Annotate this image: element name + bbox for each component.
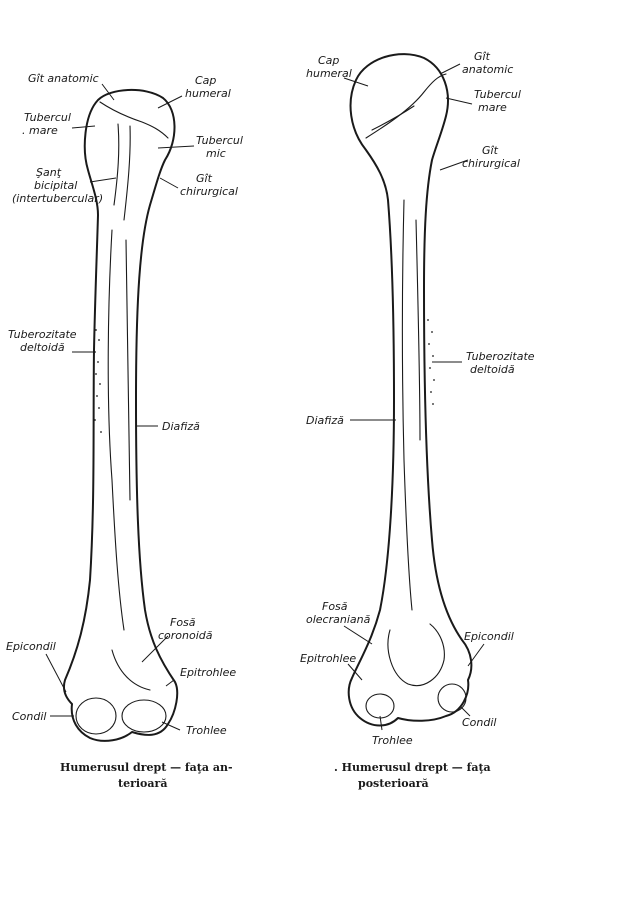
anterior-caption-line-1: Humerusul drept — faţa an- (60, 761, 233, 774)
anterior-leader-lines (45, 83, 195, 731)
posterior-label-git-chirurgical-1: Gît (482, 144, 499, 157)
posterior-label-cap-humeral-2: humeral (306, 67, 352, 80)
posterior-label-epicondil: Epicondil (464, 630, 514, 643)
anterior-humerus-outline (62, 88, 179, 742)
anterior-label-trohlee: Trohlee (186, 724, 227, 737)
anterior-shaft-ridge-2 (125, 239, 131, 501)
anterior-label-condil: Condil (12, 710, 46, 723)
posterior-label-cap-humeral-1: Cap (318, 54, 339, 67)
anterior-label-diafiza: Diafiză (162, 420, 200, 433)
posterior-caption-line-2: posterioară (358, 777, 429, 790)
posterior-deltoid-stipple (427, 319, 435, 405)
anterior-label-git-chirurgical-1: Gît (196, 172, 213, 185)
posterior-label-fosa-olecraniana-2: olecraniană (306, 613, 371, 626)
posterior-label-git-anatomic-1: Gît (474, 50, 491, 63)
anterior-anatomic-neck (99, 101, 169, 139)
anterior-label-cap-humeral-1: Cap (195, 74, 216, 87)
posterior-label-fosa-olecraniana-1: Fosă (322, 600, 348, 613)
posterior-label-condil: Condil (462, 716, 496, 729)
anterior-label-tubercul-mare-1: Tubercul (24, 111, 71, 124)
posterior-label-tuberozitate-2: deltoidă (470, 363, 515, 376)
posterior-head-rim (371, 105, 415, 131)
posterior-shaft-ridge (401, 199, 413, 611)
anterior-label-sant-1: Şanţ (36, 166, 62, 179)
anterior-view: Gît anatomic Cap humeral Tubercul . mare… (6, 72, 243, 790)
anterior-label-tuberozitate-2: deltoidă (20, 341, 65, 354)
anterior-label-tubercul-mare-2: . mare (22, 124, 58, 137)
posterior-label-tuberozitate-1: Tuberozitate (466, 350, 535, 363)
anterior-label-git-chirurgical-2: chirurgical (180, 185, 238, 198)
posterior-anatomic-neck (365, 73, 447, 139)
anterior-label-tubercul-mic-2: mic (206, 147, 226, 160)
anterior-label-cap-humeral-2: humeral (185, 87, 231, 100)
anterior-deltoid-stipple (94, 329, 102, 433)
posterior-shaft-ridge-2 (415, 219, 421, 441)
anterior-label-sant-3: (intertubercular) (12, 192, 103, 205)
posterior-label-tubercul-mare-1: Tubercul (474, 88, 521, 101)
posterior-label-tubercul-mare-2: mare (478, 101, 507, 114)
anterior-coronoid-fossa (111, 649, 151, 691)
anterior-shaft-ridge (107, 229, 125, 631)
posterior-label-git-anatomic-2: anatomic (462, 63, 513, 76)
posterior-caption-line-1: . Humerusul drept — faţa (334, 761, 491, 774)
anterior-label-epicondil: Epicondil (6, 640, 56, 653)
anterior-label-tubercul-mic-1: Tubercul (196, 134, 243, 147)
anterior-label-fosa-coronoida-2: coronoidă (158, 629, 213, 642)
anterior-caption-line-2: terioară (118, 777, 167, 790)
anterior-trochlea (121, 699, 167, 733)
posterior-view: Cap humeral Gît anatomic Tubercul mare G… (300, 50, 535, 790)
anterior-label-sant-2: bicipital (34, 179, 77, 192)
anterior-condyle (75, 697, 117, 735)
anterior-label-epitrohlee: Epitrohlee (180, 666, 236, 679)
posterior-humerus-outline (347, 53, 473, 727)
anterior-bicipital-groove (113, 123, 131, 221)
posterior-label-epitrohlee: Epitrohlee (300, 652, 356, 665)
posterior-label-trohlee: Trohlee (372, 734, 413, 747)
anterior-label-fosa-coronoida-1: Fosă (170, 616, 196, 629)
posterior-leader-lines (343, 63, 485, 731)
posterior-label-diafiza: Diafiză (306, 414, 344, 427)
anterior-label-git-anatomic: Gît anatomic (28, 72, 99, 85)
posterior-olecranon-fossa (387, 623, 445, 686)
posterior-condyle (437, 683, 467, 713)
anterior-label-tuberozitate-1: Tuberozitate (8, 328, 77, 341)
posterior-label-git-chirurgical-2: chirurgical (462, 157, 520, 170)
